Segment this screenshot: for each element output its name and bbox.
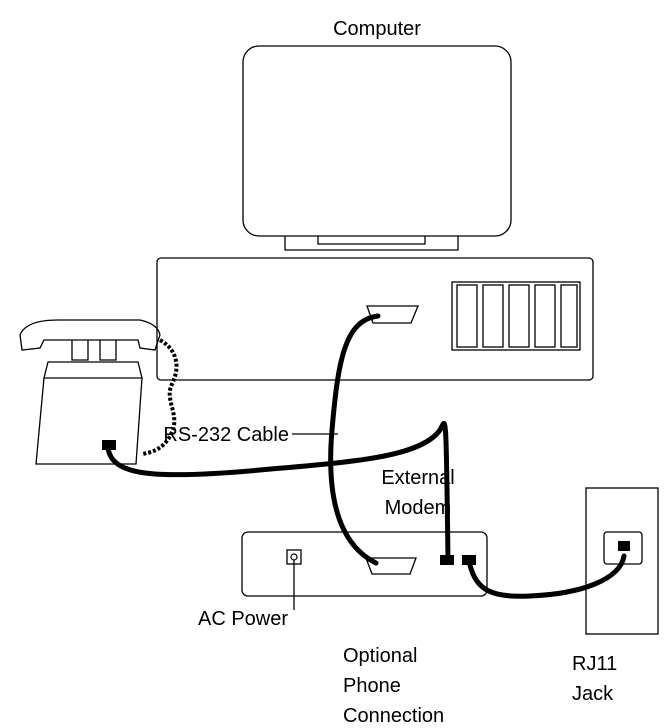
computer-label: Computer — [333, 18, 421, 40]
phone-connection-label-line1: Optional — [343, 645, 418, 667]
ac-power-label: AC Power — [198, 608, 288, 630]
phone-connection-label-line3: Connection — [343, 705, 444, 727]
modem-label-line2: Modem — [385, 497, 452, 519]
modem-label-line1: External — [381, 467, 454, 489]
rs232-cable-label: RS-232 Cable — [163, 424, 289, 446]
rj11-label-line1: RJ11 — [572, 653, 617, 675]
computer-monitor — [242, 45, 512, 251]
jack-cable — [467, 553, 627, 599]
rj11-label-line2: Jack — [572, 683, 614, 705]
phone-connection-label-line2: Phone — [343, 675, 401, 697]
rs232-cable — [328, 313, 381, 566]
telephone-icon — [19, 319, 179, 465]
line-port — [462, 555, 476, 565]
drive-bays — [451, 281, 581, 351]
serial-port-modem — [365, 557, 417, 575]
phone-cable — [105, 420, 451, 563]
